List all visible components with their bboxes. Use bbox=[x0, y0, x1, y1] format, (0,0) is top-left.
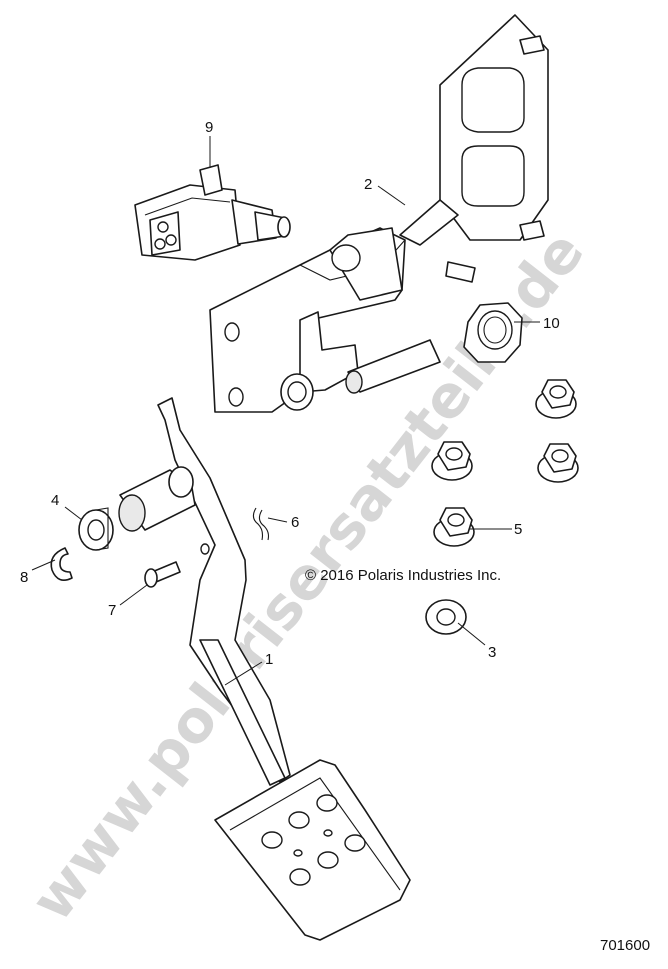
diagram-number: 701600 bbox=[600, 937, 650, 954]
callout-1: 1 bbox=[265, 651, 273, 668]
copyright-text: © 2016 Polaris Industries Inc. bbox=[305, 567, 501, 584]
part-7-pin bbox=[144, 561, 181, 588]
callout-6: 6 bbox=[291, 514, 299, 531]
callout-7: 7 bbox=[108, 602, 116, 619]
part-8-eclip bbox=[50, 547, 73, 581]
part-9-switch bbox=[134, 164, 291, 261]
callout-8: 8 bbox=[20, 569, 28, 586]
callout-9: 9 bbox=[205, 119, 213, 136]
part-3-washer bbox=[425, 599, 467, 635]
part-10-nut bbox=[463, 302, 523, 363]
callout-4: 4 bbox=[51, 492, 59, 509]
part-2-bracket bbox=[209, 14, 549, 413]
callout-2: 2 bbox=[364, 176, 372, 193]
leader-lines bbox=[31, 136, 540, 686]
callout-5: 5 bbox=[514, 521, 522, 538]
pedal-pad-holes bbox=[261, 794, 366, 886]
part-4-bushing bbox=[78, 507, 114, 551]
part-1-pedal bbox=[118, 397, 411, 941]
callout-3: 3 bbox=[488, 644, 496, 661]
part-5-flange-nuts bbox=[431, 379, 579, 547]
callout-labels: 9 2 10 4 5 6 8 7 3 1 bbox=[20, 119, 560, 668]
part-6-cotter-pin bbox=[252, 507, 270, 541]
callout-10: 10 bbox=[543, 315, 560, 332]
